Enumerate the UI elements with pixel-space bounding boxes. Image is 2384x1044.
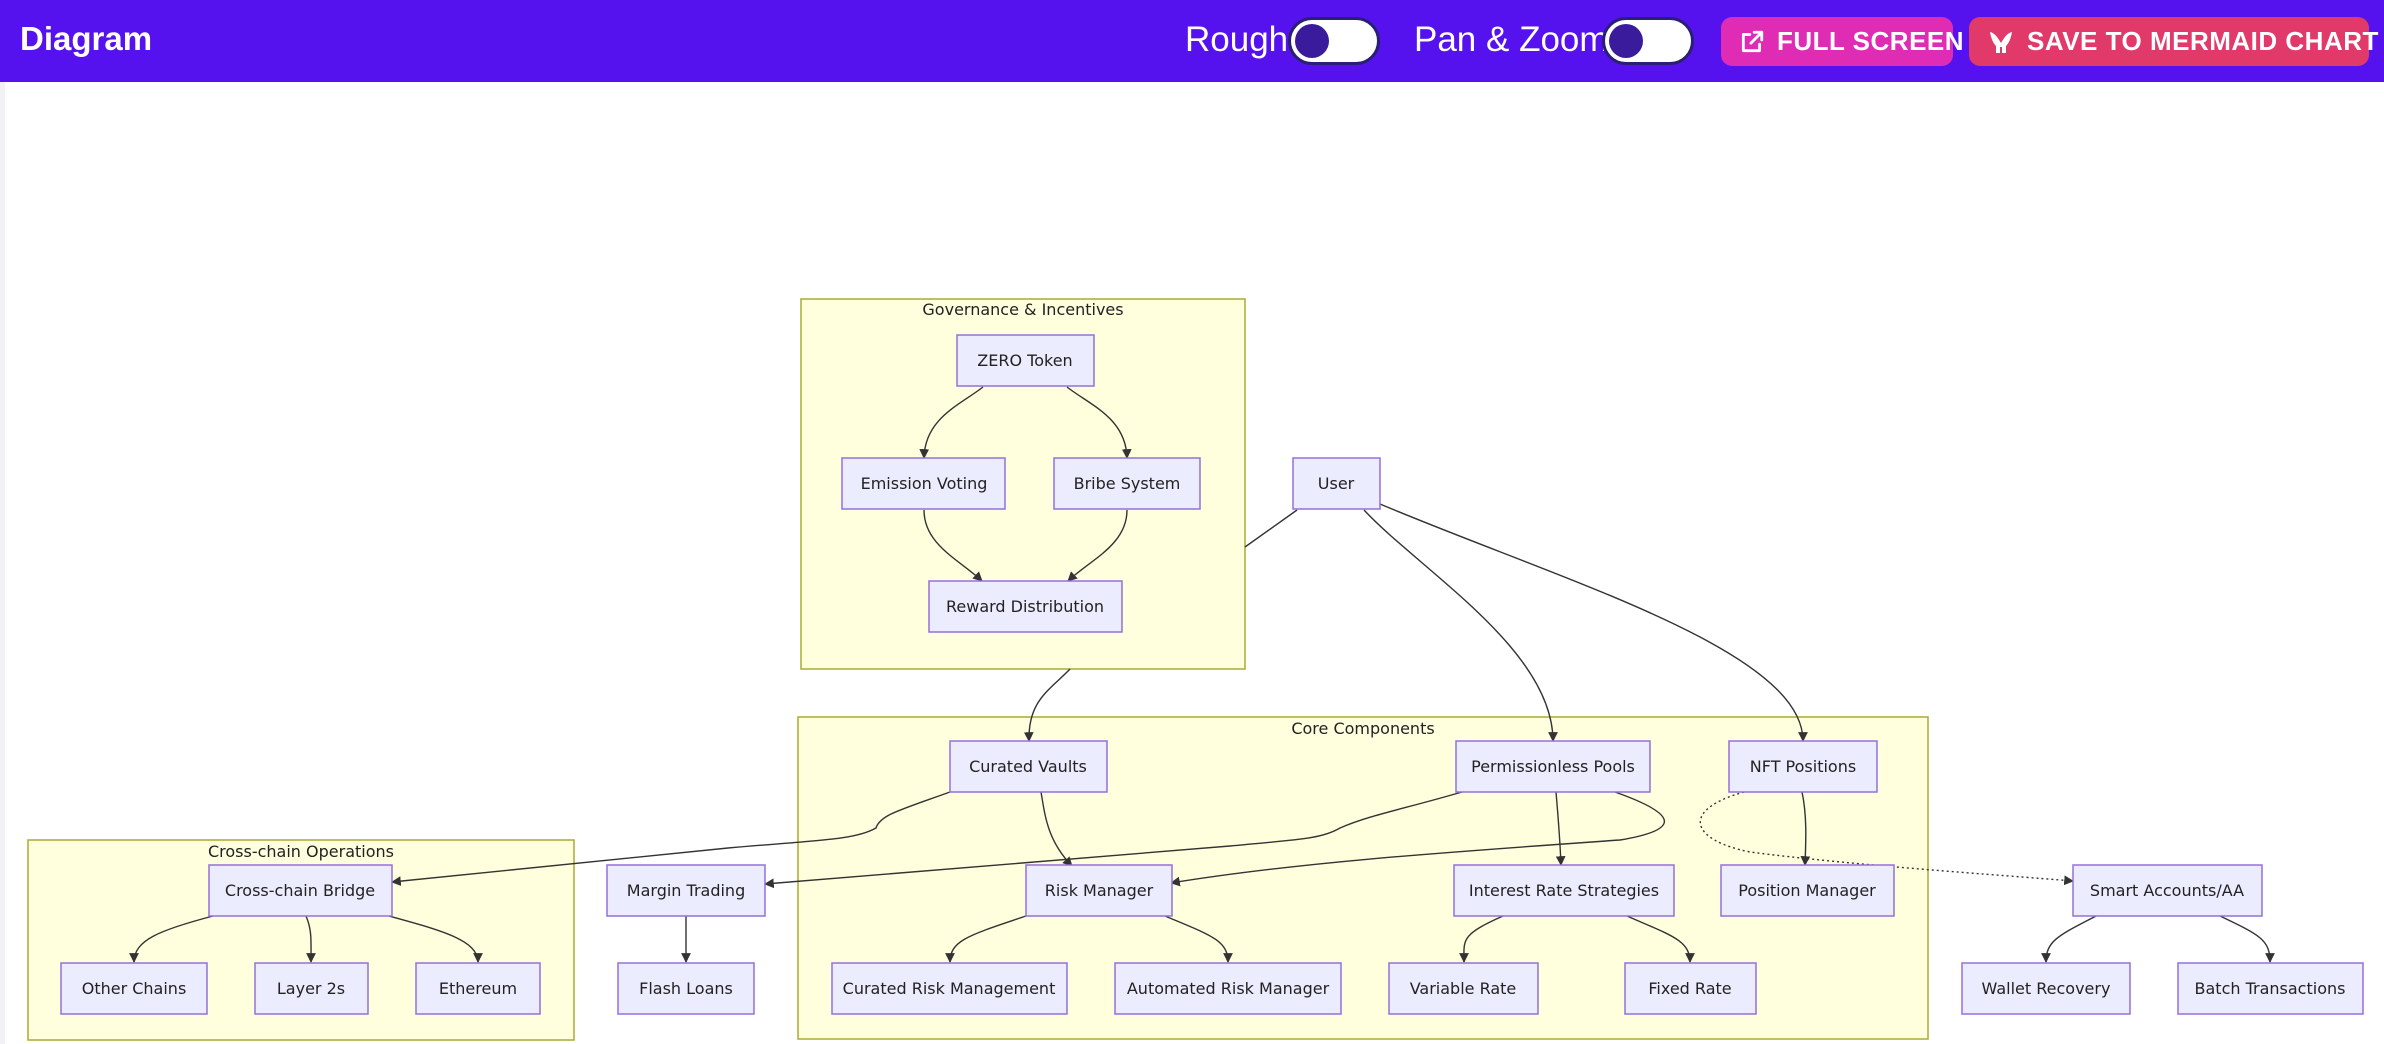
edges — [129, 386, 2275, 963]
node-label: Batch Transactions — [2195, 979, 2346, 998]
edge — [129, 915, 214, 963]
edge — [1800, 791, 1811, 866]
edge — [764, 791, 1463, 889]
toggle-knob — [1609, 24, 1643, 58]
edge — [1023, 668, 1071, 742]
edge — [2219, 915, 2275, 963]
node-flash-loans[interactable]: Flash Loans — [617, 962, 755, 1015]
node-bribe-system[interactable]: Bribe System — [1053, 457, 1201, 510]
edge — [919, 386, 984, 459]
node-label: Wallet Recovery — [1982, 979, 2111, 998]
node-label: Other Chains — [82, 979, 187, 998]
node-label: Ethereum — [439, 979, 517, 998]
toggle-knob — [1295, 24, 1329, 58]
edge — [391, 791, 951, 886]
edge — [1363, 509, 1558, 742]
cluster-title: Core Components — [1291, 719, 1434, 738]
node-variable-rate[interactable]: Variable Rate — [1388, 962, 1539, 1015]
edge — [1170, 791, 1665, 887]
node-label: NFT Positions — [1750, 757, 1856, 776]
edge — [1040, 791, 1073, 867]
fullscreen-button[interactable]: FULL SCREEN — [1721, 17, 1964, 66]
rough-toggle[interactable] — [1288, 17, 1380, 65]
node-label: Curated Vaults — [969, 757, 1087, 776]
node-label: Risk Manager — [1045, 881, 1154, 900]
edge — [2041, 915, 2097, 963]
node-label: Interest Rate Strategies — [1469, 881, 1659, 900]
node-layer-2s[interactable]: Layer 2s — [254, 962, 369, 1015]
node-label: Automated Risk Manager — [1127, 979, 1330, 998]
node-ethereum[interactable]: Ethereum — [415, 962, 541, 1015]
cluster-title: Governance & Incentives — [922, 300, 1123, 319]
node-label: Permissionless Pools — [1471, 757, 1635, 776]
node-label: Emission Voting — [861, 474, 988, 493]
external-link-icon — [1741, 30, 1764, 52]
edge — [388, 915, 483, 963]
edge — [305, 915, 316, 963]
node-margin-trading[interactable]: Margin Trading — [606, 864, 766, 917]
node-user[interactable]: User — [1292, 457, 1381, 510]
node-nft-positions[interactable]: NFT Positions — [1728, 740, 1878, 793]
node-label: Bribe System — [1074, 474, 1181, 493]
node-label: Reward Distribution — [946, 597, 1104, 616]
node-label: Fixed Rate — [1648, 979, 1731, 998]
node-label: Smart Accounts/AA — [2090, 881, 2244, 900]
pan-zoom-label: Pan & Zoom — [1414, 20, 1609, 59]
app-header: Diagram Rough Pan & Zoom FULL SCREEN SAV… — [0, 0, 2384, 82]
node-curated-vaults[interactable]: Curated Vaults — [949, 740, 1108, 793]
rough-label: Rough — [1185, 20, 1289, 59]
node-automated-risk-manager[interactable]: Automated Risk Manager — [1114, 962, 1342, 1015]
edge — [945, 915, 1027, 963]
edge — [1555, 791, 1566, 866]
node-curated-risk-management[interactable]: Curated Risk Management — [831, 962, 1068, 1015]
node-label: Flash Loans — [639, 979, 733, 998]
node-smart-accounts[interactable]: Smart Accounts/AA — [2072, 864, 2263, 917]
node-interest-rate-strategies[interactable]: Interest Rate Strategies — [1453, 864, 1675, 917]
edge — [1379, 503, 1808, 742]
node-position-manager[interactable]: Position Manager — [1720, 864, 1895, 917]
flowchart: Governance & Incentives Core Components … — [27, 298, 2364, 1041]
node-reward-distribution[interactable]: Reward Distribution — [928, 580, 1123, 633]
node-label: Cross-chain Bridge — [225, 881, 375, 900]
node-emission-voting[interactable]: Emission Voting — [841, 457, 1006, 510]
node-wallet-recovery[interactable]: Wallet Recovery — [1961, 962, 2131, 1015]
node-label: Margin Trading — [627, 881, 745, 900]
node-batch-transactions[interactable]: Batch Transactions — [2177, 962, 2364, 1015]
fullscreen-label: FULL SCREEN — [1777, 26, 1965, 56]
node-zero-token[interactable]: ZERO Token — [956, 334, 1095, 387]
edge — [1067, 509, 1128, 582]
pan-zoom-toggle[interactable] — [1602, 17, 1694, 65]
edge — [1164, 915, 1233, 963]
edge — [1459, 915, 1504, 963]
edge — [1699, 791, 2074, 886]
edge — [1066, 386, 1132, 459]
save-label: SAVE TO MERMAID CHART — [2027, 26, 2379, 56]
node-label: Variable Rate — [1410, 979, 1517, 998]
cluster-title: Cross-chain Operations — [208, 842, 394, 861]
node-risk-manager[interactable]: Risk Manager — [1025, 864, 1173, 917]
node-fixed-rate[interactable]: Fixed Rate — [1624, 962, 1757, 1015]
page-title: Diagram — [20, 20, 153, 57]
node-label: Curated Risk Management — [843, 979, 1056, 998]
node-label: Position Manager — [1738, 881, 1876, 900]
node-label: ZERO Token — [977, 351, 1072, 370]
node-other-chains[interactable]: Other Chains — [60, 962, 208, 1015]
mermaid-chart-logo-icon — [1990, 31, 2012, 53]
node-permissionless-pools[interactable]: Permissionless Pools — [1455, 740, 1651, 793]
edge — [1626, 915, 1695, 963]
node-label: User — [1318, 474, 1355, 493]
save-to-mermaid-chart-button[interactable]: SAVE TO MERMAID CHART — [1969, 17, 2378, 66]
edge — [923, 509, 983, 582]
diagram-canvas[interactable]: Governance & Incentives Core Components … — [5, 82, 2384, 1044]
node-label: Layer 2s — [277, 979, 345, 998]
node-crosschain-bridge[interactable]: Cross-chain Bridge — [208, 864, 393, 917]
edge — [1244, 509, 1298, 548]
